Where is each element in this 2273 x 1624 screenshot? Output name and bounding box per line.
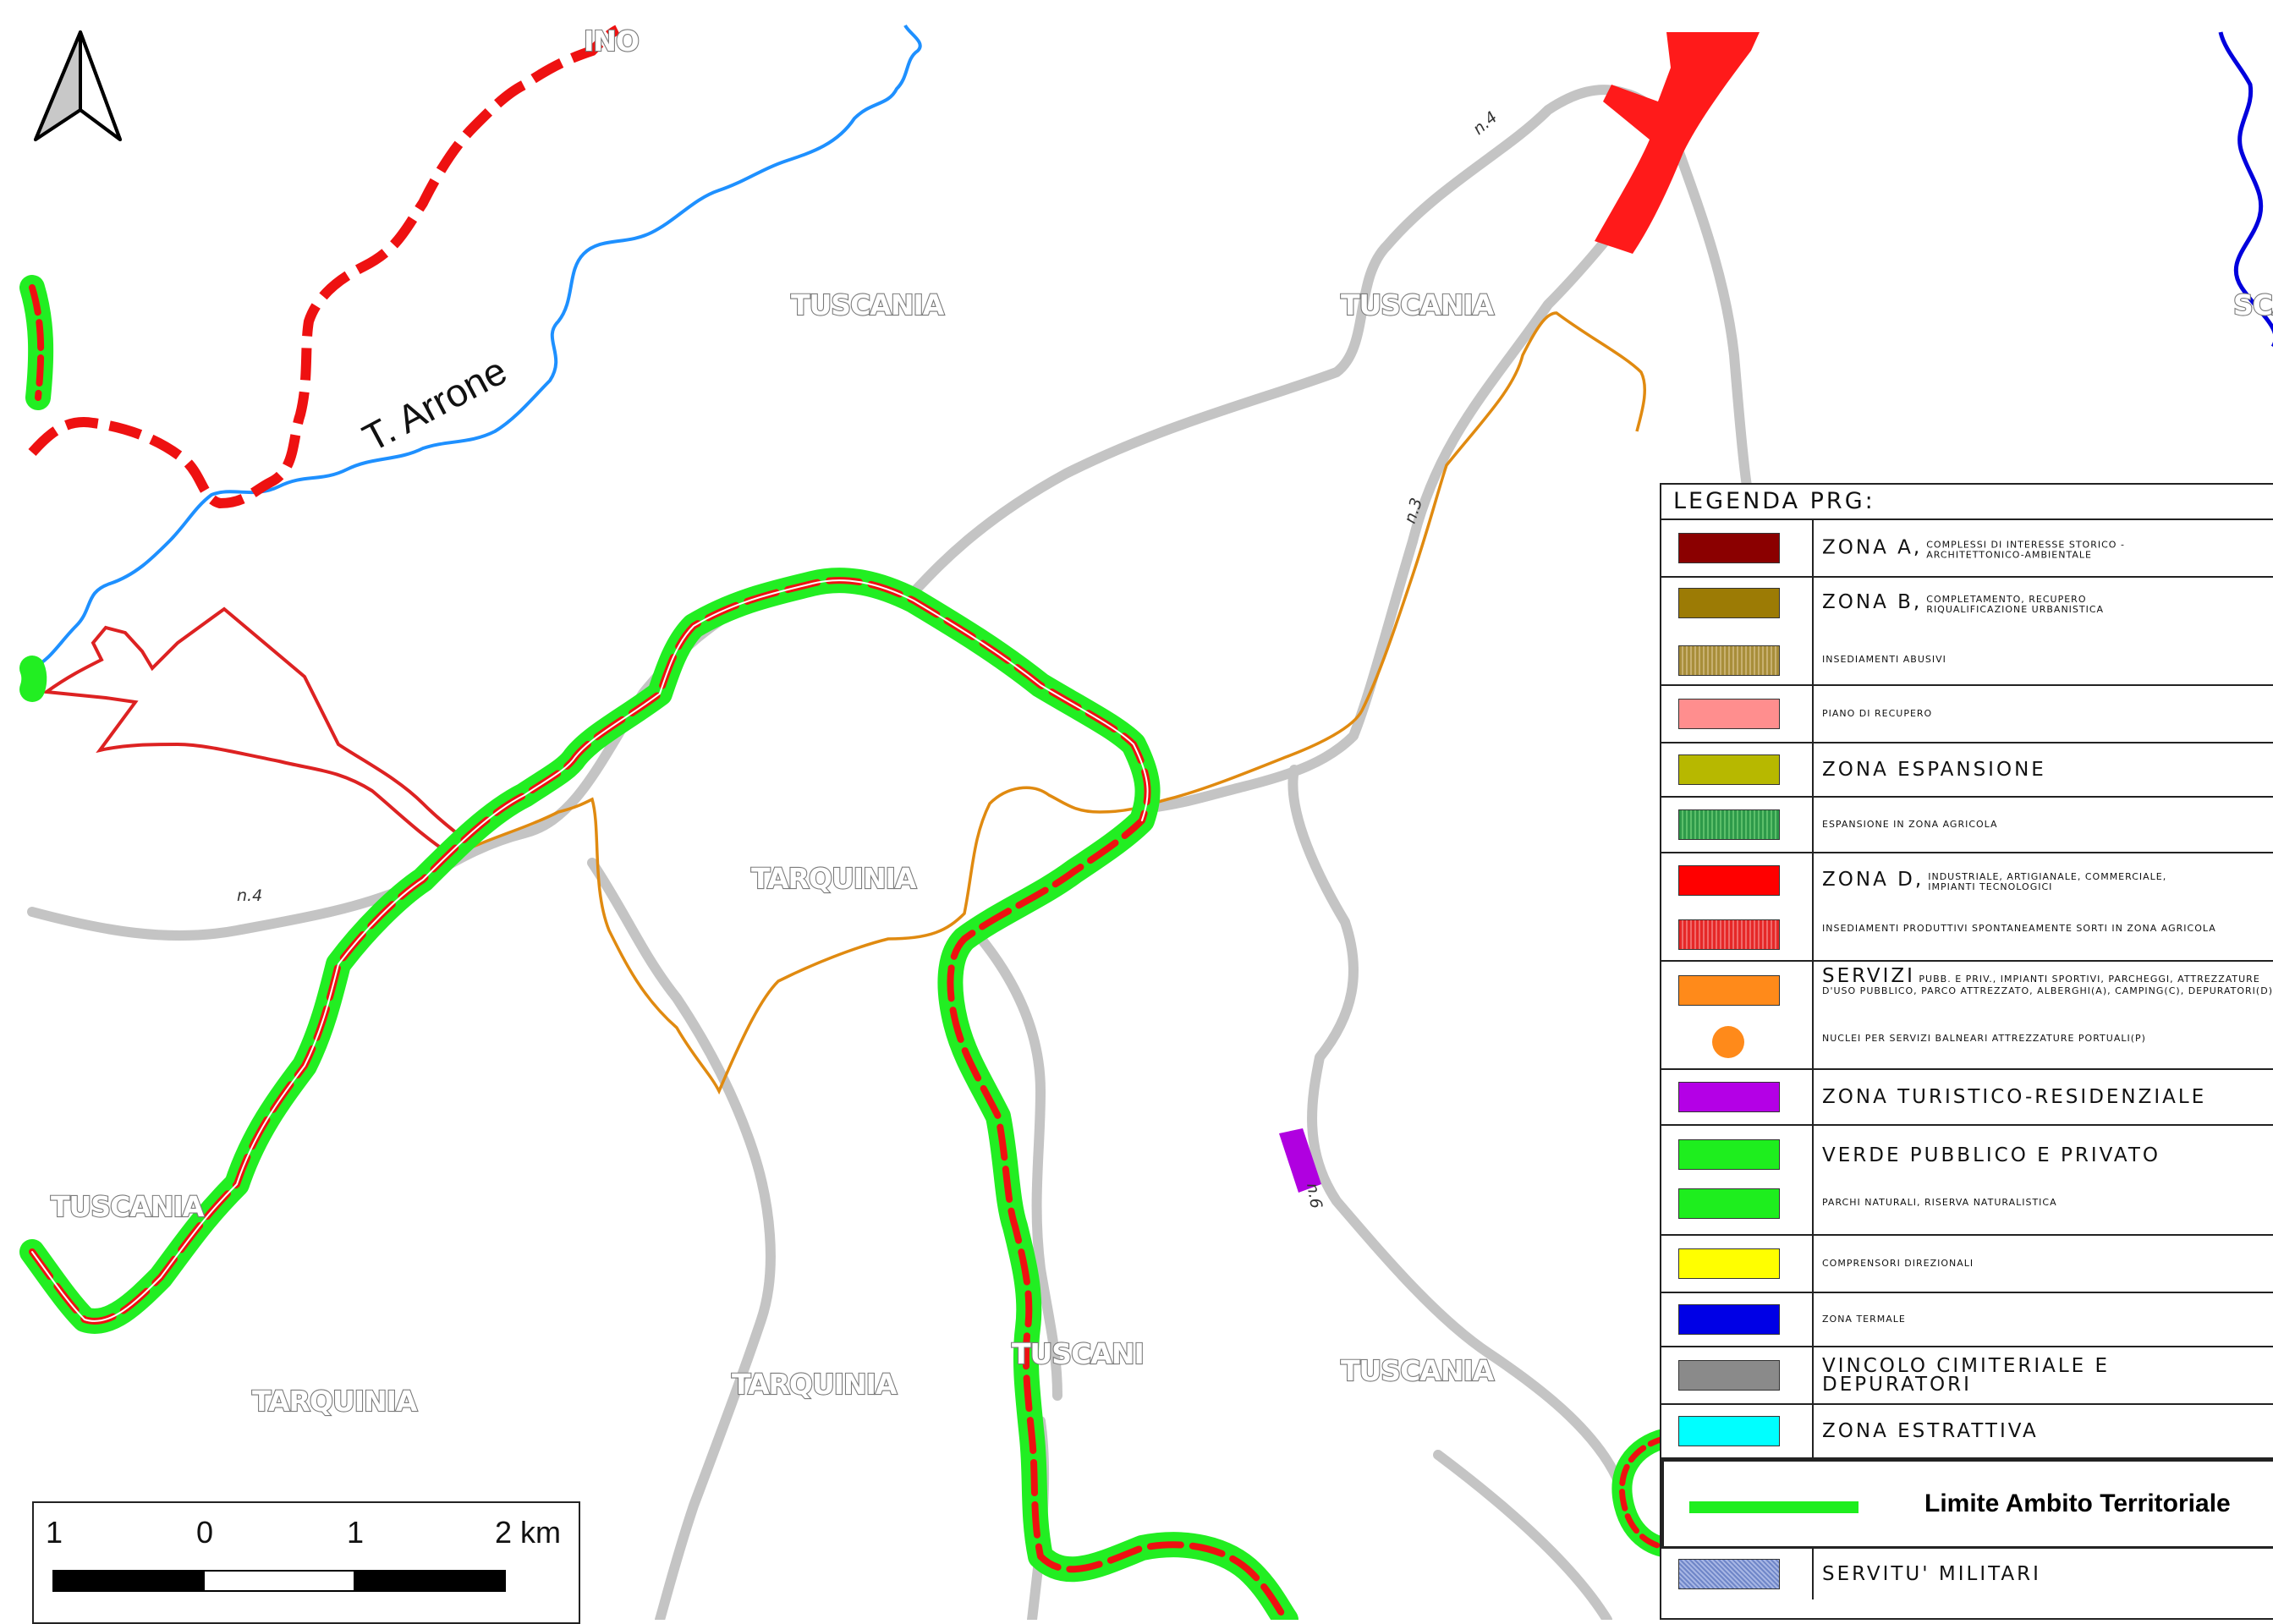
north-arrow-icon <box>34 30 122 141</box>
legend-row-espansione-agricola: ESPANSIONE IN ZONA AGRICOLA <box>1661 798 2273 853</box>
legend-panel: LEGENDA PRG: ZONA A, COMPLESSI DI INTERE… <box>1660 483 2273 1620</box>
legend-row-zona-espansione: ZONA ESPANSIONE <box>1661 743 2273 798</box>
legend-swatch <box>1678 1416 1780 1446</box>
legend-line-swatch <box>1689 1501 1858 1513</box>
legend-dot <box>1712 1026 1744 1058</box>
legend-row-verde: VERDE PUBBLICO E PRIVATO PARCHI NATURALI… <box>1661 1126 2273 1236</box>
legend-row-comprensori: COMPRENSORI DIREZIONALI <box>1661 1236 2273 1293</box>
legend-swatch <box>1678 533 1780 563</box>
scale-segment <box>203 1570 355 1592</box>
place-label: TUSCANI <box>1012 1337 1144 1370</box>
place-label: SCA <box>2233 288 2273 321</box>
scale-tick: 1 <box>46 1515 63 1550</box>
municipal-boundary-red <box>28 25 620 509</box>
legend-row-turistico: ZONA TURISTICO-RESIDENZIALE <box>1661 1070 2273 1126</box>
legend-row-zona-termale: ZONA TERMALE <box>1661 1293 2273 1347</box>
road-label: n.6 <box>1303 1182 1326 1210</box>
legend-swatch <box>1678 1248 1780 1279</box>
place-label: TUSCANIA <box>1341 288 1495 321</box>
legend-row-zona-a: ZONA A, COMPLESSI DI INTERESSE STORICO -… <box>1661 520 2273 578</box>
legend-swatch <box>1678 699 1780 729</box>
orange-lines <box>456 311 1647 1095</box>
legend-swatch <box>1678 1188 1780 1219</box>
legend-row-estrattiva: ZONA ESTRATTIVA <box>1661 1405 2273 1459</box>
river-label: T. Arrone <box>355 348 513 459</box>
legend-swatch <box>1678 1139 1780 1170</box>
place-label: TARQUINIA <box>751 862 917 895</box>
limite-ambito-territoriale <box>19 275 1681 1620</box>
river-east <box>2218 31 2273 347</box>
place-labels: TUSCANIA TUSCANIA TARQUINIA TUSCANIA TAR… <box>50 24 2273 1418</box>
scale-segment <box>52 1570 205 1592</box>
legend-swatch <box>1678 1082 1780 1112</box>
legend-row-servitu: SERVITU' MILITARI <box>1661 1549 2273 1599</box>
scale-tick: 0 <box>196 1515 214 1550</box>
road-n3 <box>1145 147 1684 813</box>
legend-row-zona-d: ZONA D, INDUSTRIALE, ARTIGIANALE, COMMER… <box>1661 853 2273 962</box>
legend-row-cimiteriale: VINCOLO CIMITERIALE E DEPURATORI <box>1661 1347 2273 1405</box>
roads <box>27 85 1752 1620</box>
legend-swatch <box>1678 1559 1780 1589</box>
scale-bar: 1 0 1 2 km <box>32 1501 580 1624</box>
zona-d-area <box>1595 32 1760 254</box>
road-labels: n.4 n.4 n.3 n.6 <box>237 108 1501 1210</box>
place-label: TUSCANIA <box>51 1190 205 1223</box>
road-east <box>1674 147 1752 491</box>
zona-turistico-area <box>1279 1128 1321 1193</box>
road-label: n.4 <box>1469 108 1501 139</box>
legend-row-zona-b: ZONA B, COMPLETAMENTO, RECUPERO RIQUALIF… <box>1661 578 2273 686</box>
red-outline-area <box>41 606 472 861</box>
place-label: TUSCANIA <box>1341 1354 1495 1387</box>
road-n6 <box>1287 765 1629 1502</box>
legend-swatch <box>1678 919 1780 950</box>
legend-row-servizi: SERVIZI PUBB. E PRIV., IMPIANTI SPORTIVI… <box>1661 962 2273 1070</box>
road-south-a <box>587 858 776 1620</box>
road-n4 <box>27 85 1684 941</box>
road-south-d <box>1433 1450 1612 1620</box>
legend-row-piano-recupero: PIANO DI RECUPERO <box>1661 686 2273 743</box>
legend-limite-label: Limite Ambito Territoriale <box>1924 1490 2231 1517</box>
place-label: TUSCANIA <box>791 288 945 321</box>
legend-swatch <box>1678 1360 1780 1391</box>
scale-segment <box>354 1570 506 1592</box>
legend-swatch <box>1678 809 1780 840</box>
legend-swatch <box>1678 1304 1780 1335</box>
legend-row-limite-ambito: Limite Ambito Territoriale <box>1661 1459 2273 1549</box>
legend-swatch <box>1678 645 1780 676</box>
legend-swatch <box>1678 754 1780 785</box>
road-south-b <box>976 934 1062 1401</box>
road-label: n.4 <box>237 886 262 905</box>
place-label: TARQUINIA <box>732 1368 898 1401</box>
legend-swatch <box>1678 975 1780 1006</box>
river-t-arrone <box>31 24 922 670</box>
legend-swatch <box>1678 588 1780 618</box>
legend-swatch <box>1678 865 1780 896</box>
place-label: INO <box>584 25 639 58</box>
legend-title: LEGENDA PRG: <box>1661 485 2273 520</box>
scale-tick: 2 km <box>495 1515 562 1550</box>
scale-tick: 1 <box>347 1515 365 1550</box>
place-label: TARQUINIA <box>252 1385 418 1418</box>
